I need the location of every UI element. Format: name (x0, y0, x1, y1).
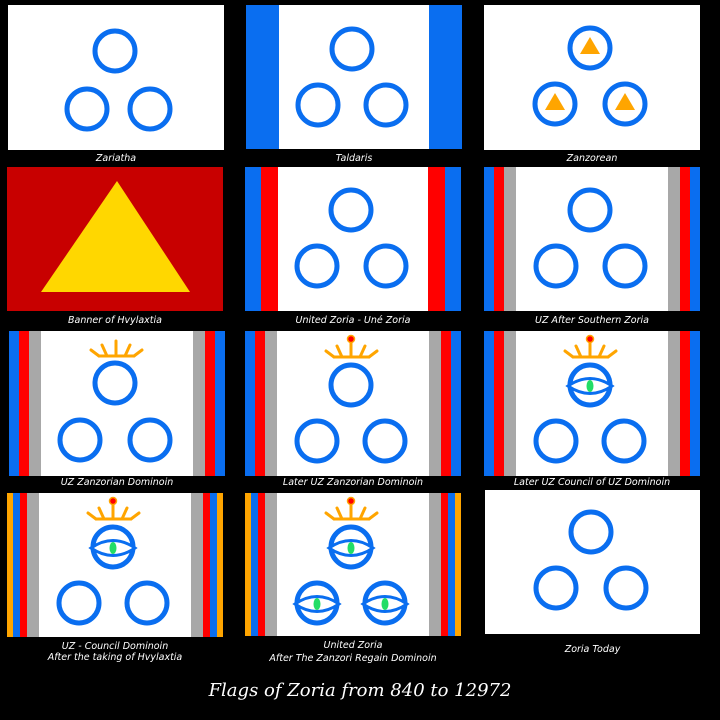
flag-caption: United Zoria (323, 640, 383, 651)
flag-caption: Later UZ Zanzorian Dominoin (282, 477, 424, 488)
eye-icon (292, 595, 342, 613)
flag-taldaris-art (246, 5, 462, 149)
flag-caption: UZ After Southern Zoria (535, 315, 649, 326)
flag-caption: Taldaris (335, 153, 373, 164)
flag-uz-council-dominoin-art (7, 493, 223, 637)
flag-caption-line2: After the taking of Hvylaxtia (47, 652, 183, 663)
flag-later-uz-council-art (484, 331, 700, 476)
page-title: Flags of Zoria from 840 to 12972 (208, 680, 512, 701)
flag-uz-zanzorian-dominoin-art (9, 331, 225, 476)
flag-later-uz-council (484, 331, 700, 476)
flag-hvylaxtia (7, 167, 223, 311)
flag-caption-line2: After The Zanzori Regain Dominoin (269, 653, 437, 664)
flag-caption: UZ - Council Dominoin (61, 641, 169, 652)
flag-caption: Zoria Today (564, 644, 621, 655)
eye-icon (565, 377, 615, 395)
flag-zanzorean-art (484, 5, 700, 150)
flag-zanzorean (484, 5, 700, 150)
flag-taldaris (246, 5, 462, 149)
crown-icon (324, 503, 379, 521)
eye-icon (326, 539, 376, 557)
flag-caption: Later UZ Council of UZ Dominoin (513, 477, 671, 488)
eye-icon (88, 539, 138, 557)
flag-caption: Zariatha (95, 153, 137, 164)
flag-uz-after-southern (484, 167, 700, 311)
flag-uz-after-southern-art (484, 167, 700, 311)
flag-later-uz-zanzorian-art (245, 331, 461, 476)
flag-caption: UZ Zanzorian Dominoin (60, 477, 174, 488)
flag-caption: United Zoria - Uné Zoria (295, 315, 411, 326)
flag-united-zoria-art (245, 167, 461, 311)
crown-icon (563, 341, 618, 359)
crown-icon (86, 503, 141, 521)
flag-united-zoria-regain-art (245, 493, 461, 636)
flag-hvylaxtia-art (7, 167, 223, 311)
flag-caption: Zanzorean (566, 153, 618, 164)
eye-icon (360, 595, 410, 613)
flag-zariatha-art (8, 5, 224, 150)
flag-zoria-today (485, 490, 700, 634)
flag-united-zoria (245, 167, 461, 311)
flag-zoria-today-art (485, 490, 700, 634)
flag-caption: Banner of Hvylaxtia (68, 315, 162, 326)
flag-zariatha (8, 5, 224, 150)
crown-icon (89, 339, 144, 358)
flag-uz-zanzorian-dominoin (9, 331, 225, 476)
flag-later-uz-zanzorian (245, 331, 461, 476)
flag-united-zoria-regain (245, 493, 461, 636)
crown-icon (324, 341, 379, 359)
flag-uz-council-dominoin (7, 493, 223, 637)
